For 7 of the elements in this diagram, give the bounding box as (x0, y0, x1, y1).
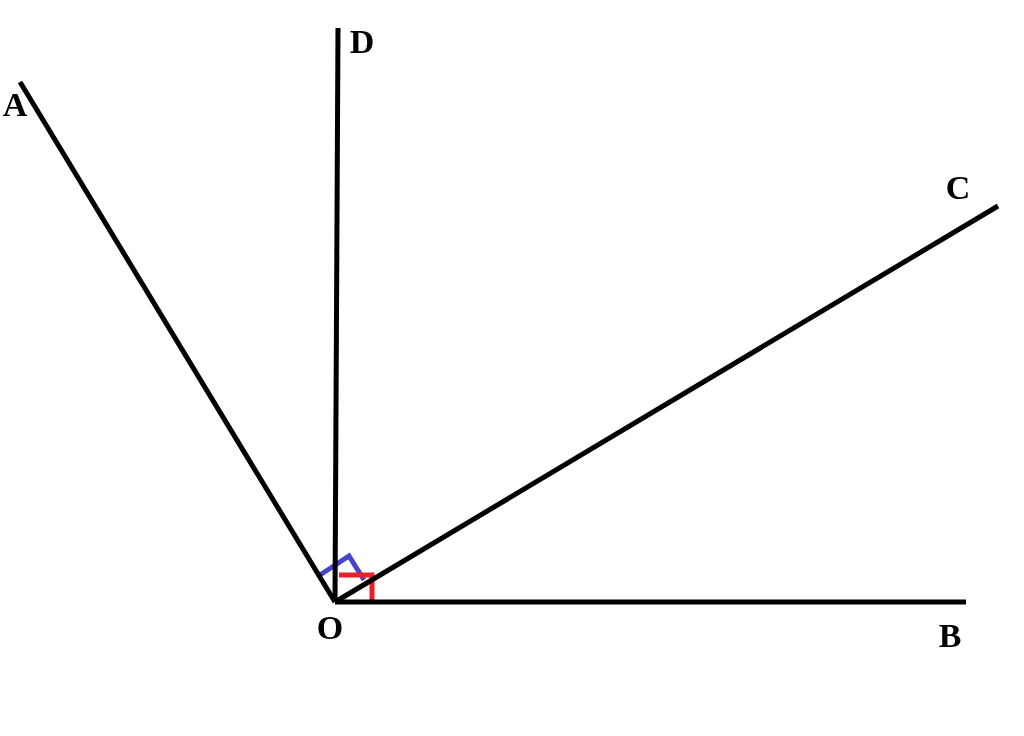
point-label: O (316, 611, 344, 645)
point-label: B (938, 619, 962, 653)
point-label: C (945, 171, 971, 205)
ray-line (332, 28, 341, 602)
point-label: D (349, 25, 375, 59)
ray-line (335, 599, 966, 605)
point-label: A (2, 88, 28, 122)
